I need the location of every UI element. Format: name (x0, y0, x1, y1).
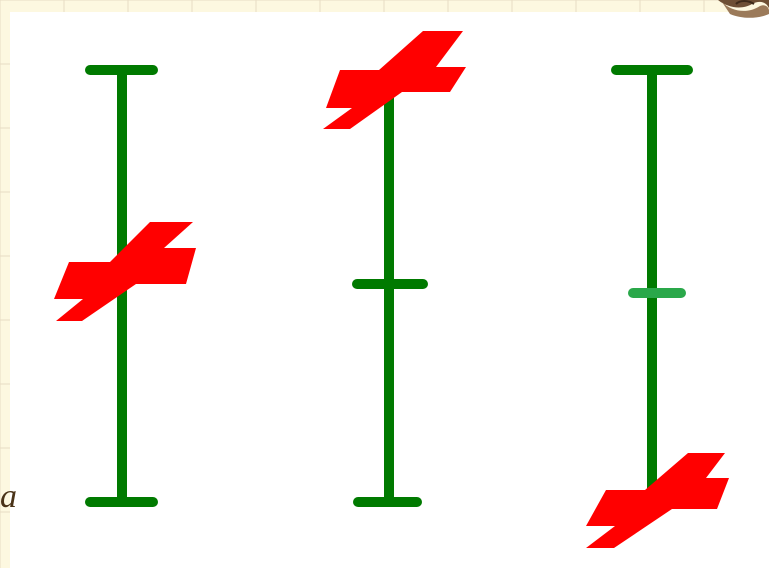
rod-2-red-cross-icon (323, 31, 466, 129)
rod-2 (323, 31, 466, 502)
rod-3 (586, 70, 729, 548)
rod-3-red-cross-icon (586, 453, 729, 548)
rod-1 (54, 70, 196, 502)
